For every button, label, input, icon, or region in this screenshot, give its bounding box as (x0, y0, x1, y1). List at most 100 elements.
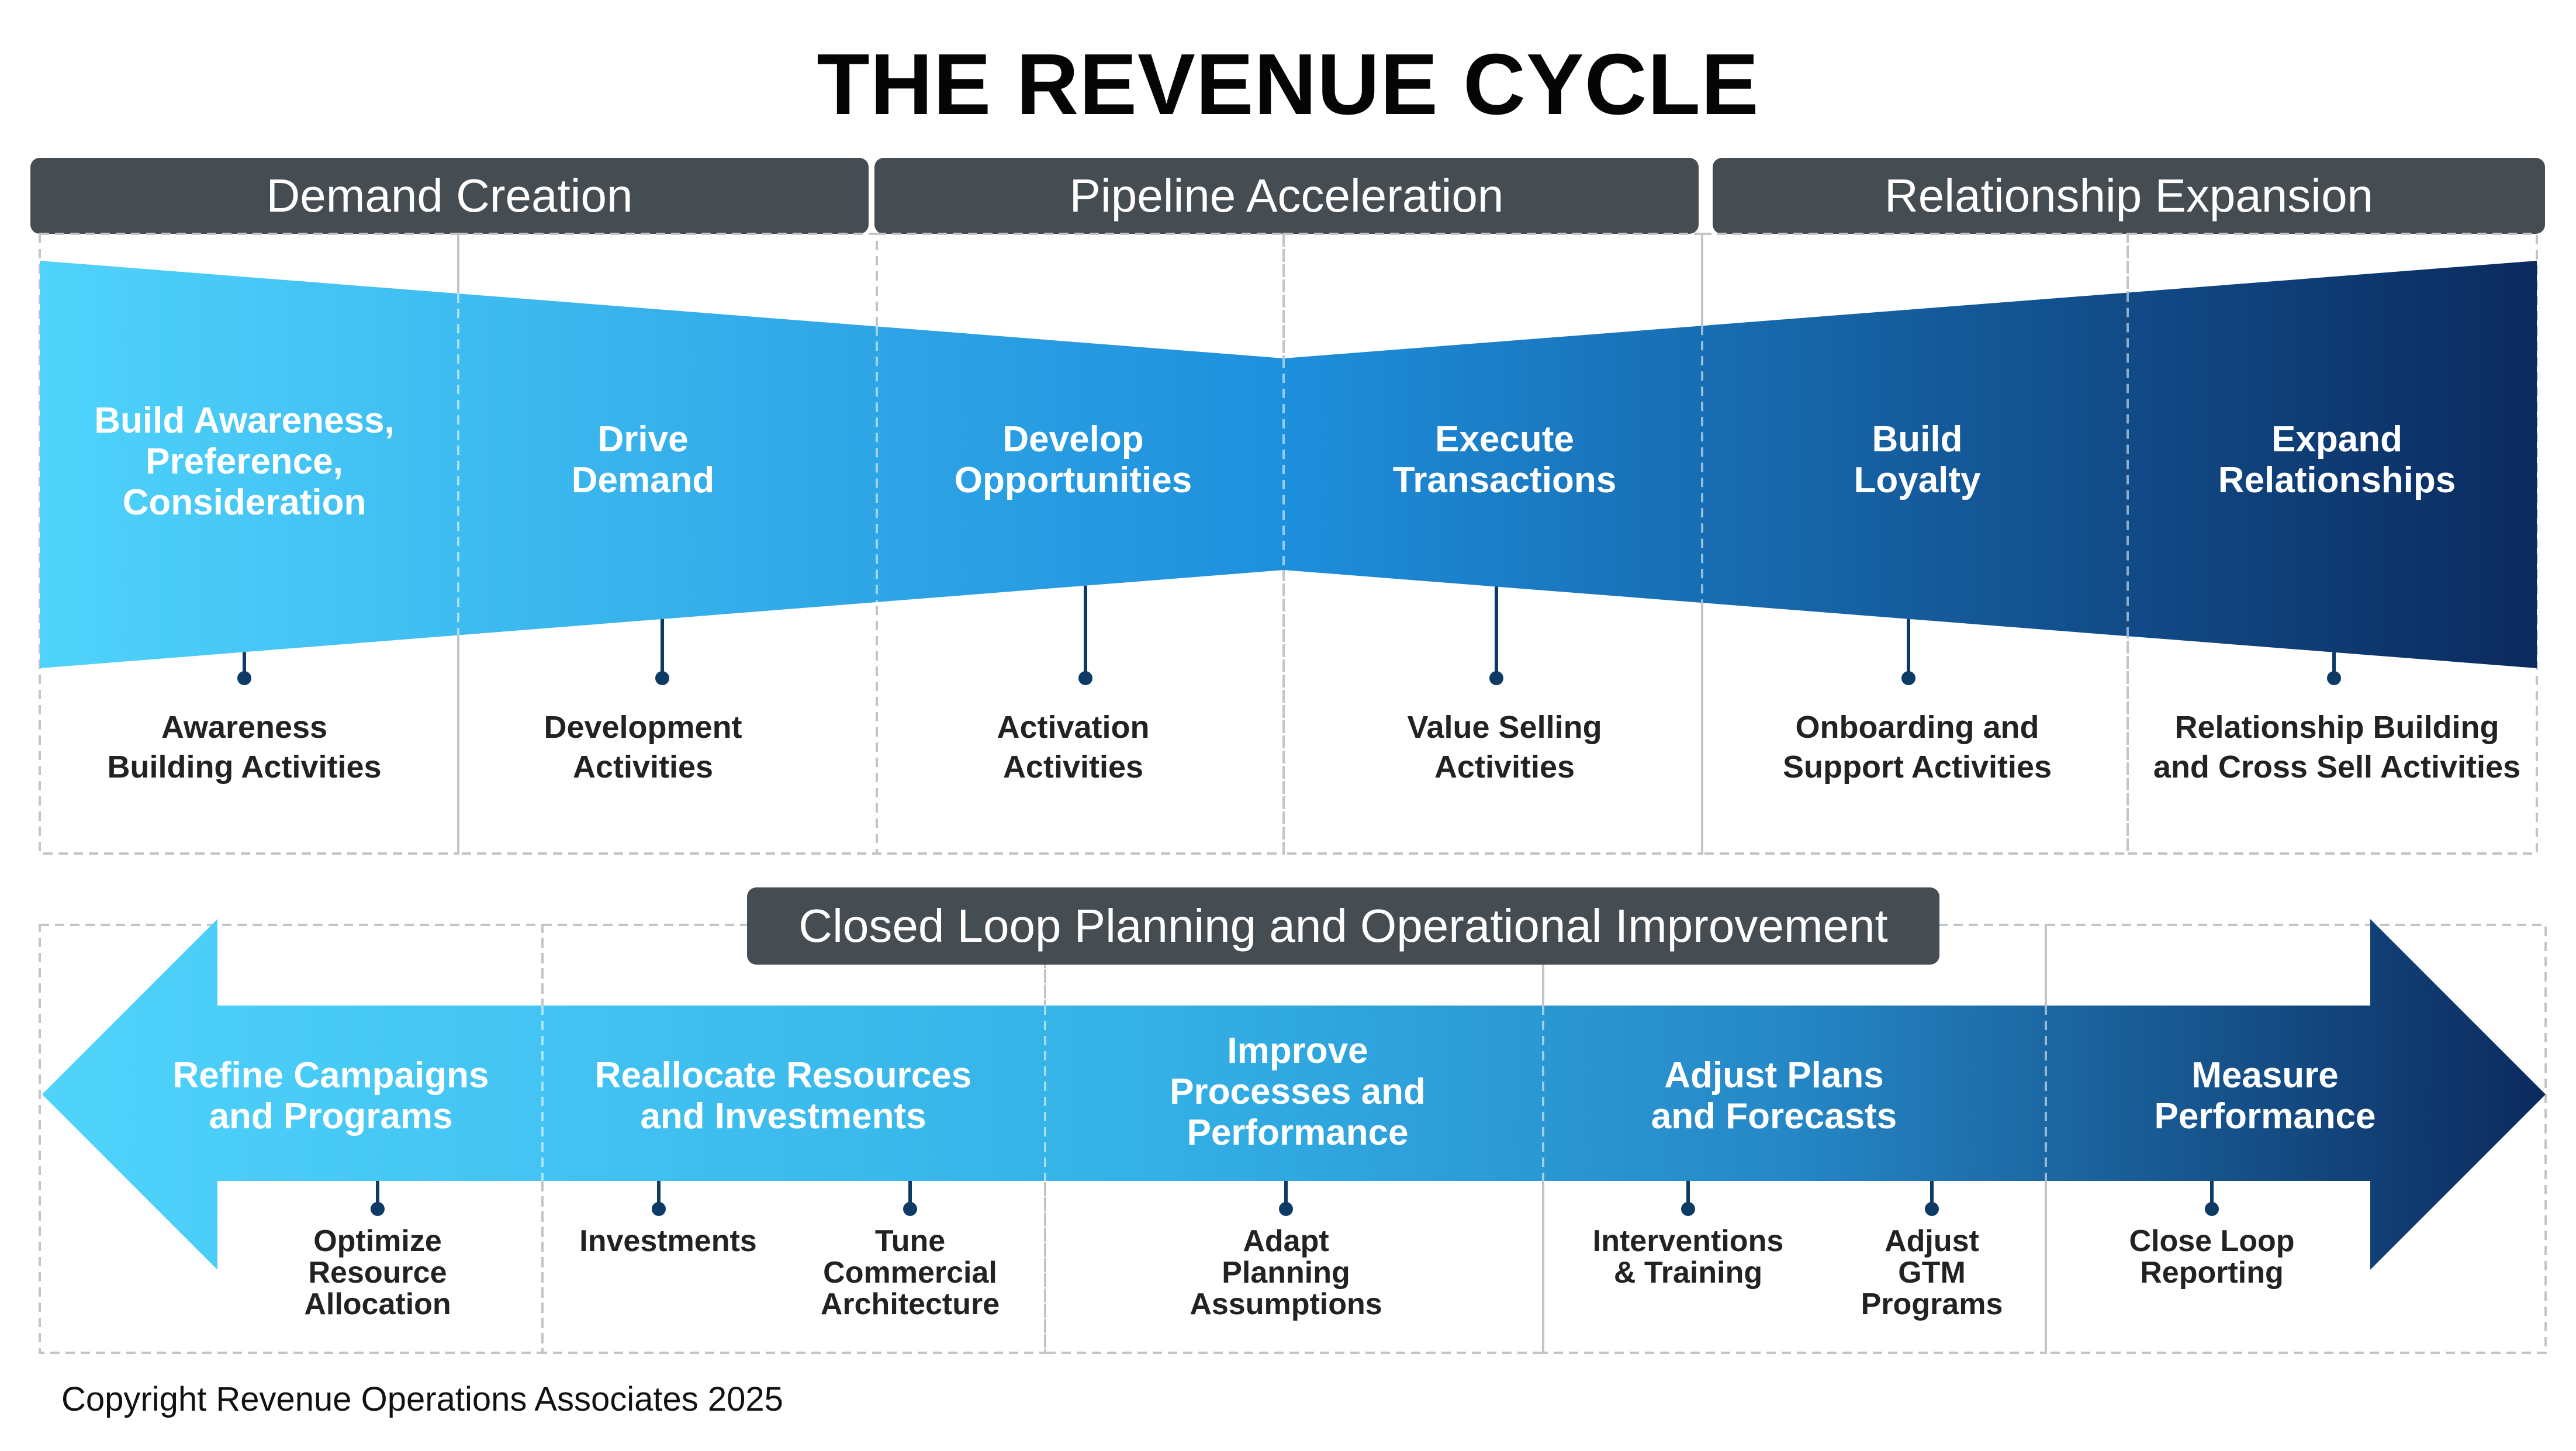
stage-name-1-line: Build Awareness, (94, 400, 394, 441)
loop-step-name-3-line: Improve (1227, 1031, 1368, 1071)
loop-action-5-1-line: Close Loop (2129, 1224, 2294, 1258)
stage-name-4-line: Execute (1435, 419, 1574, 460)
loop-step-name-3-line: Processes and (1170, 1072, 1426, 1112)
stage-activity-3-line: Activities (1003, 749, 1143, 785)
loop-step-name-1-line: Refine Campaigns (173, 1055, 489, 1096)
page-title: THE REVENUE CYCLE (817, 36, 1759, 133)
stage-name-6-line: Relationships (2218, 460, 2456, 500)
stage-name-2-line: Drive (597, 419, 688, 460)
loop-action-2-1: Investments (579, 1224, 756, 1258)
stage-name-1-line: Consideration (123, 482, 366, 523)
loop-step-name-3-line: Performance (1187, 1113, 1408, 1153)
loop-action-2-2-line: Commercial (823, 1256, 997, 1290)
loop-action-2-2-line: Architecture (821, 1287, 1000, 1321)
loop-action-4-1-line: Interventions (1593, 1224, 1784, 1258)
stage-activity-6-line: and Cross Sell Activities (2153, 749, 2520, 785)
loop-step-name-2-line: and Investments (640, 1096, 926, 1136)
loop-step-name-4-line: Adjust Plans (1664, 1055, 1884, 1096)
stage-dividers (457, 292, 2129, 637)
stage-activity-2-line: Activities (573, 749, 713, 785)
stage-activity-6: Relationship Building and Cross Sell Acti… (2153, 710, 2520, 785)
loop-action-5-1-line: Reporting (2140, 1256, 2284, 1290)
loop-action-1-1-line: Optimize (313, 1224, 442, 1258)
loop-pin-dot (1925, 1202, 1939, 1216)
stage-name-2-line: Demand (572, 460, 715, 500)
loop-pin-dot (1681, 1202, 1695, 1216)
loop-dividers (541, 1006, 2047, 1181)
loop-action-1-1-line: Allocation (304, 1287, 451, 1321)
copyright-note: Copyright Revenue Operations Associates … (61, 1380, 783, 1418)
stage-activity-5-line: Onboarding and (1796, 710, 2039, 745)
stage-activity-1-line: Awareness (161, 710, 327, 745)
phase-header-pipeline-acceleration: Pipeline Acceleration (874, 158, 1699, 234)
stage-name-4-line: Transactions (1393, 460, 1616, 500)
stage-name-3-line: Opportunities (955, 460, 1192, 500)
loop-action-3-1-line: Adapt (1243, 1224, 1329, 1258)
loop-pin-dot (371, 1202, 385, 1216)
bow-tie-band (40, 261, 2537, 668)
stage-name-5-line: Loyalty (1854, 460, 1981, 500)
closed-loop-arrow (42, 919, 2546, 1270)
stage-activity-1-line: Building Activities (107, 749, 381, 785)
loop-pin-dot (2205, 1202, 2219, 1216)
loop-step-name-4-line: and Forecasts (1651, 1096, 1897, 1136)
stage-name-3-line: Develop (1002, 419, 1143, 460)
loop-step-name-5-line: Performance (2154, 1096, 2376, 1136)
loop-step-name-5-line: Measure (2191, 1055, 2339, 1096)
loop-action-2-2-line: Tune (875, 1224, 945, 1258)
stage-name-5-line: Build (1872, 419, 1963, 460)
loop-action-4-2-line: Adjust (1885, 1224, 1979, 1258)
stage-pin-dot (1078, 671, 1092, 685)
loop-action-3-1-line: Planning (1222, 1256, 1350, 1290)
stage-pin-dot (237, 671, 251, 685)
loop-pin-dot (903, 1202, 917, 1216)
loop-step-name-2-line: Reallocate Resources (595, 1055, 971, 1096)
stage-activity-4-line: Activities (1434, 749, 1575, 785)
stage-pin-dot (2327, 671, 2341, 685)
loop-pin-dot (1279, 1202, 1293, 1216)
stage-name-1: Build Awareness,Preference,Consideration (94, 400, 394, 523)
loop-action-1-1-line: Resource (309, 1256, 447, 1290)
loop-step-name-1-line: and Programs (209, 1096, 453, 1136)
stage-pin-dot (655, 671, 669, 685)
stage-activity-3-line: Activation (997, 710, 1149, 745)
phase-header-relationship-expansion: Relationship Expansion (1713, 158, 2545, 234)
stage-activity-4-line: Value Selling (1407, 710, 1602, 745)
loop-action-4-1-line: & Training (1614, 1256, 1762, 1290)
loop-action-2-1-line: Investments (579, 1224, 756, 1258)
loop-action-3-1-line: Assumptions (1190, 1287, 1382, 1321)
loop-action-4-2-line: Programs (1861, 1287, 2003, 1321)
stage-activity-2-line: Development (544, 710, 742, 745)
stage-pin-dot (1489, 671, 1503, 685)
stage-activity-5-line: Support Activities (1783, 749, 2052, 785)
closed-loop-header: Closed Loop Planning and Operational Imp… (747, 887, 1939, 965)
stage-name-1-line: Preference, (146, 441, 343, 482)
stage-pin-dot (1901, 671, 1915, 685)
stage-activity-6-line: Relationship Building (2175, 710, 2499, 745)
stage-name-6-line: Expand (2271, 419, 2402, 460)
loop-action-4-1: Interventions& Training (1593, 1224, 1784, 1290)
loop-pin-dot (652, 1202, 666, 1216)
loop-action-4-2-line: GTM (1898, 1256, 1966, 1290)
